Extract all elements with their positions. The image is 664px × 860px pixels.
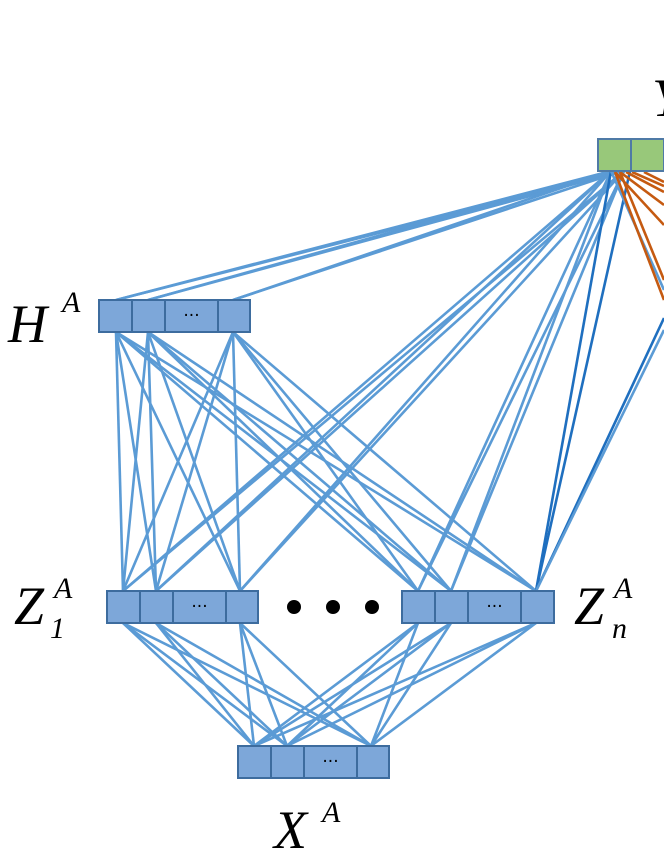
vector-cell xyxy=(401,590,436,624)
edge-z1-x xyxy=(239,622,372,747)
edge-zn-x xyxy=(286,621,452,748)
label-z1-main: Z xyxy=(14,576,45,636)
vector-y xyxy=(597,138,664,172)
edge-y-zn xyxy=(449,170,626,592)
edge-y-h xyxy=(147,169,623,302)
edge-y-z1 xyxy=(155,170,612,592)
edge-y-zn xyxy=(416,170,613,592)
edge-y-z1 xyxy=(122,170,625,592)
edge-y-z1 xyxy=(155,170,625,592)
vector-cell xyxy=(434,590,469,624)
edge-h-z1 xyxy=(121,331,235,592)
vector-cell xyxy=(164,299,219,333)
vector-cell xyxy=(520,590,555,624)
edge-h-z1 xyxy=(146,331,158,592)
edge-orange xyxy=(618,171,664,281)
dot xyxy=(326,600,340,614)
nodes: ··· ··· ··· ··· xyxy=(98,138,664,779)
dot xyxy=(365,600,379,614)
vector-cell xyxy=(106,590,141,624)
vector-cell xyxy=(237,745,272,779)
edge-zn-x xyxy=(253,621,419,748)
vector-zn: ··· xyxy=(401,590,555,624)
label-zn-sub: n xyxy=(612,612,627,645)
label-h-sup: A xyxy=(60,286,81,319)
edge-zn-x xyxy=(370,621,537,748)
label-zn: Z A n xyxy=(574,572,633,645)
cell-ellipsis: ··· xyxy=(191,597,207,617)
edge-y-zn xyxy=(416,170,626,592)
cell-ellipsis: ··· xyxy=(322,752,338,772)
edges xyxy=(114,169,664,748)
label-zn-main: Z xyxy=(574,576,605,636)
edge-h-zn xyxy=(232,331,537,592)
vector-cell xyxy=(217,299,251,333)
vector-cell xyxy=(98,299,133,333)
label-x: X A xyxy=(272,796,341,860)
edge-y-z1 xyxy=(239,170,625,592)
vector-cell xyxy=(139,590,174,624)
edge-z1-x xyxy=(122,622,255,747)
vector-cell xyxy=(597,138,632,172)
vector-z1: ··· xyxy=(106,590,259,624)
edge-orange xyxy=(625,170,664,194)
edge-h-z1 xyxy=(154,331,235,592)
edge-z1-x xyxy=(238,622,256,747)
edge-orange xyxy=(619,170,664,207)
edge-y-z1 xyxy=(239,170,612,592)
edge-zn-x xyxy=(253,621,452,748)
vector-cell xyxy=(131,299,166,333)
label-h-main: H xyxy=(7,294,50,354)
cell-ellipsis: ··· xyxy=(486,597,502,617)
edge-y-zn-dark xyxy=(534,170,613,592)
edge-h-zn xyxy=(231,331,420,592)
edge-z1-x xyxy=(238,622,289,747)
vector-x: ··· xyxy=(237,745,390,779)
label-h: H A xyxy=(7,286,81,354)
edge-zn-x xyxy=(286,621,537,748)
edge-h-zn xyxy=(115,331,419,592)
edge-orange xyxy=(613,171,664,301)
vector-cell xyxy=(270,745,305,779)
label-z1-sub: 1 xyxy=(50,612,65,645)
vector-cell xyxy=(467,590,522,624)
edge-z1-x xyxy=(155,622,288,747)
edge-h-z1 xyxy=(231,331,242,592)
label-zn-sup: A xyxy=(612,572,633,605)
cell-ellipsis: ··· xyxy=(183,306,199,326)
edge-y-zn xyxy=(449,170,613,592)
edge-y-h xyxy=(232,169,623,302)
edge-h-z1 xyxy=(114,331,125,592)
vector-cell xyxy=(630,138,664,172)
edge-y-zn-dark xyxy=(534,170,632,592)
edge-orange xyxy=(631,170,664,188)
edge-h-zn xyxy=(147,331,419,592)
edge-orange xyxy=(643,170,664,184)
vector-cell xyxy=(303,745,358,779)
label-z1-sup: A xyxy=(52,572,73,605)
vector-cell xyxy=(172,590,227,624)
label-x-sup: A xyxy=(320,796,341,829)
edge-z1-x xyxy=(154,622,256,747)
vector-cell xyxy=(225,590,259,624)
edge-zn-x xyxy=(253,621,537,748)
label-z1: Z A 1 xyxy=(14,572,73,645)
edge-y-z1 xyxy=(122,170,612,592)
label-x-main: X xyxy=(272,800,309,860)
vector-cell xyxy=(356,745,390,779)
edge-offscreen xyxy=(534,329,664,592)
vector-h: ··· xyxy=(98,299,251,333)
edge-h-zn xyxy=(232,331,452,592)
ellipsis-dots xyxy=(287,600,379,614)
label-top-partial: Y xyxy=(652,68,664,128)
dot xyxy=(287,600,301,614)
edge-h-z1 xyxy=(121,331,150,592)
